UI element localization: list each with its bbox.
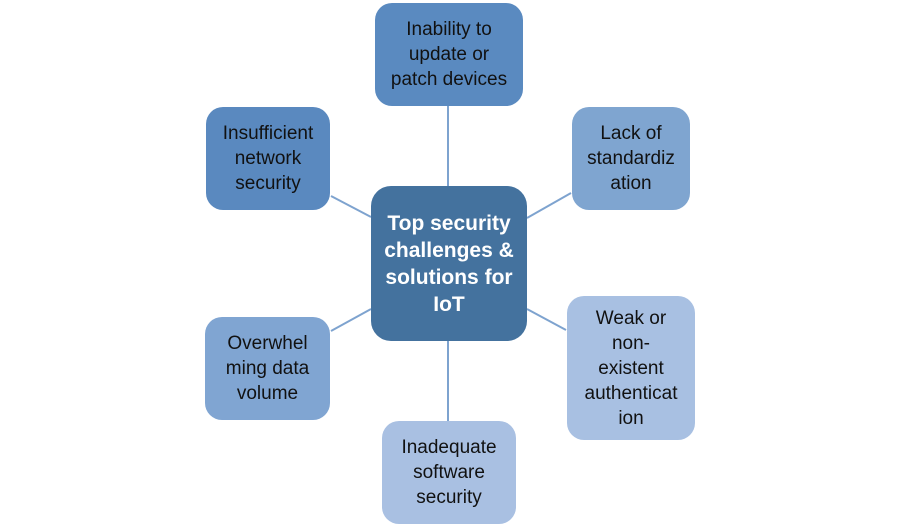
node-authentication: Weak or non- existent authenticat ion xyxy=(567,296,695,440)
node-software-label: Inadequate software security xyxy=(401,437,497,508)
node-standardization: Lack of standardiz ation xyxy=(572,107,690,210)
connector-authentication xyxy=(526,308,567,331)
node-network: Insufficient network security xyxy=(206,107,330,210)
node-software: Inadequate software security xyxy=(382,421,516,524)
node-data-volume-label: Overwhel ming data volume xyxy=(225,333,310,404)
connector-data-volume xyxy=(330,308,372,332)
connector-network xyxy=(330,195,372,218)
node-update-label: Inability to update or patch devices xyxy=(390,19,508,90)
node-update: Inability to update or patch devices xyxy=(375,3,523,106)
node-network-label: Insufficient network security xyxy=(222,123,314,194)
node-data-volume: Overwhel ming data volume xyxy=(205,317,330,420)
node-standardization-label: Lack of standardiz ation xyxy=(587,123,675,194)
connector-standardization xyxy=(526,192,572,219)
node-authentication-label: Weak or non- existent authenticat ion xyxy=(584,307,678,429)
center-node-label: Top security challenges & solutions for … xyxy=(384,211,514,316)
center-node: Top security challenges & solutions for … xyxy=(371,186,527,341)
